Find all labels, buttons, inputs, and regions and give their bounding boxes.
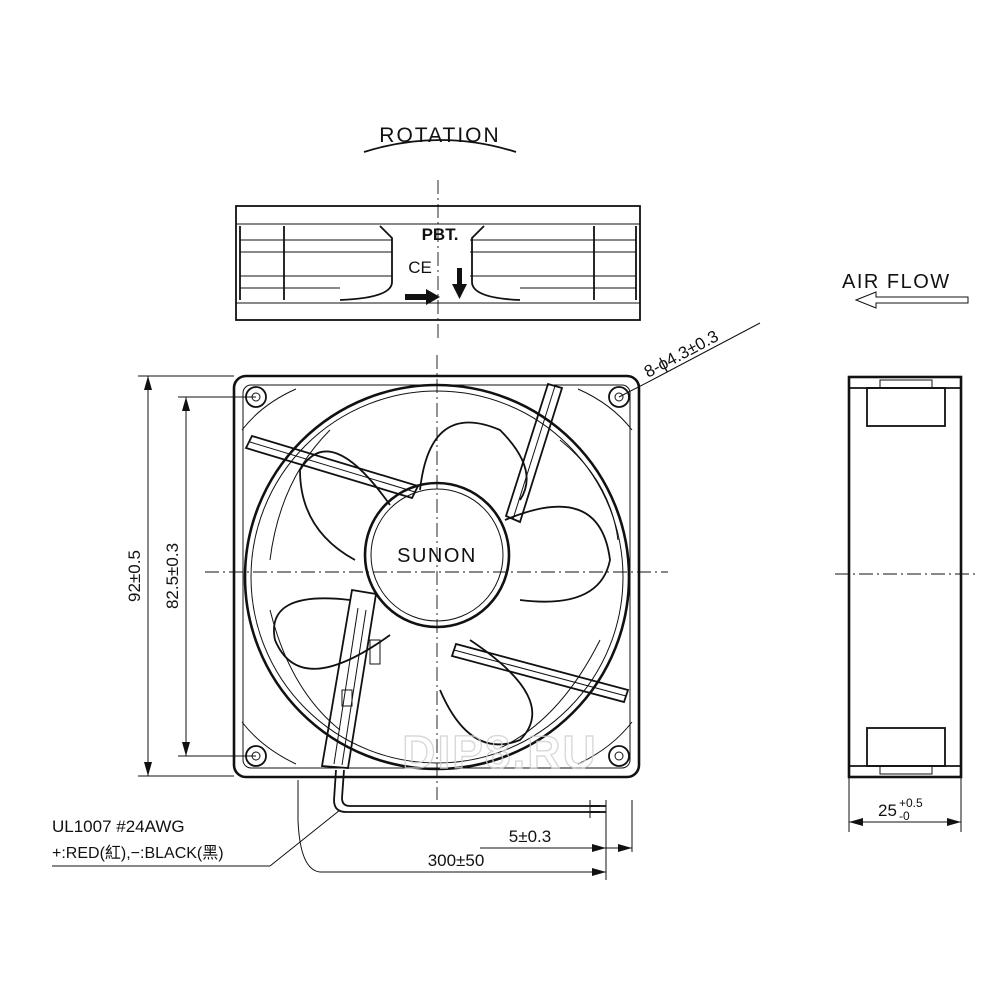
mounting-hole-top-left bbox=[241, 386, 297, 431]
down-arrow-icon bbox=[452, 268, 467, 299]
watermark: DIP8.RU bbox=[402, 726, 597, 778]
ce-mark: CE bbox=[408, 258, 432, 277]
right-arrow-icon bbox=[405, 289, 440, 305]
side-view: AIR FLOW 25 +0.5 -0 bbox=[835, 271, 975, 832]
mounting-hole-bottom-left bbox=[241, 721, 297, 767]
rotation-label: ROTATION bbox=[379, 124, 500, 147]
dim-strip-label: 5±0.3 bbox=[509, 827, 551, 846]
hole-spec-label: 8-ϕ4.3±0.3 bbox=[641, 327, 722, 382]
wire-spec-line1: UL1007 #24AWG bbox=[52, 817, 185, 836]
lead-wires: 5±0.3 300±50 UL1007 #24AWG +:RED(紅),−:BL… bbox=[52, 769, 633, 880]
dim-thickness-tol-plus: +0.5 bbox=[899, 796, 923, 810]
dimension-92: 92±0.5 bbox=[125, 375, 234, 777]
dim-pitch-label: 82.5±0.3 bbox=[163, 543, 182, 609]
brand-label: SUNON bbox=[397, 545, 477, 567]
left-arrow-icon bbox=[854, 291, 969, 309]
dim-outer-label: 92±0.5 bbox=[125, 550, 144, 602]
side-view-frame bbox=[847, 375, 963, 779]
dim-thickness-tol-minus: -0 bbox=[899, 809, 910, 823]
rotation-arc bbox=[363, 139, 517, 153]
airflow-label: AIR FLOW bbox=[842, 271, 951, 293]
wire-spec-line2: +:RED(紅),−:BLACK(黑) bbox=[52, 844, 224, 862]
fan-frame bbox=[232, 374, 641, 779]
dim-thickness-label: 25 bbox=[878, 801, 897, 820]
mounting-hole-top-right bbox=[577, 386, 633, 431]
mounting-hole-bottom-right bbox=[577, 721, 633, 767]
dim-length-label: 300±50 bbox=[428, 851, 485, 870]
top-view: ROTATION PBT. CE bbox=[235, 124, 641, 340]
dimension-82-5: 82.5±0.3 bbox=[163, 396, 256, 757]
material-label: PBT. bbox=[422, 225, 459, 244]
